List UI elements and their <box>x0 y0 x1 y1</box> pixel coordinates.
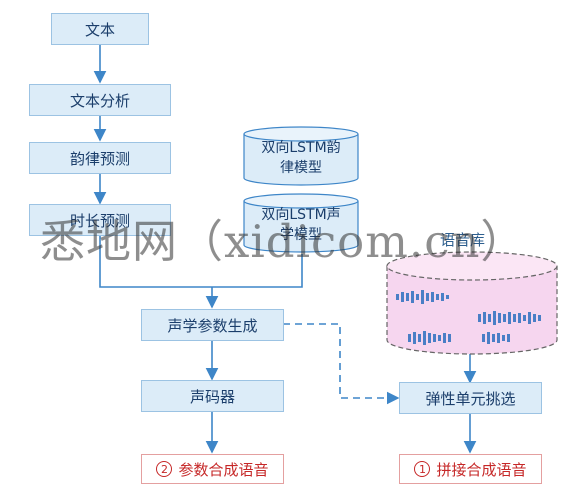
merge-left <box>99 236 212 288</box>
speech-database-shape <box>386 251 558 355</box>
dashed-acoustic-to-select <box>283 323 400 405</box>
node-vocoder: 声码器 <box>141 380 284 412</box>
output-parametric-label: 参数合成语音 <box>178 460 269 479</box>
number-two-icon: 2 <box>156 461 173 477</box>
acoustic-model-label: 双向LSTM声学模型 <box>261 207 341 243</box>
waveform-icon <box>396 290 541 345</box>
node-acoustic-param-gen: 声学参数生成 <box>141 309 284 341</box>
number-one-icon: 1 <box>414 461 431 477</box>
watermark-text: 悉地网（xidicom.cn） <box>40 215 527 268</box>
node-acoustic-param-gen-label: 声学参数生成 <box>167 316 258 335</box>
node-elastic-unit-select: 弹性单元挑选 <box>399 382 542 414</box>
node-duration-prediction-label: 时长预测 <box>69 211 130 230</box>
output-concatenative-speech: 1 拼接合成语音 <box>399 454 542 484</box>
speech-database-cylinder <box>386 250 558 356</box>
node-text-analysis-label: 文本分析 <box>69 91 130 110</box>
output-parametric-speech: 2 参数合成语音 <box>141 454 284 484</box>
node-text-label: 文本 <box>84 20 115 39</box>
node-duration-prediction: 时长预测 <box>29 204 171 236</box>
node-prosody-prediction-label: 韵律预测 <box>69 149 130 168</box>
node-text-analysis: 文本分析 <box>29 84 171 116</box>
prosody-model-label: 双向LSTM韵律模型 <box>261 140 341 176</box>
node-text: 文本 <box>51 13 149 45</box>
merge-right <box>212 254 303 288</box>
database-title: 语音库 <box>440 231 486 249</box>
node-elastic-unit-select-label: 弹性单元挑选 <box>425 389 516 408</box>
prosody-model-cylinder: 双向LSTM韵律模型 <box>243 126 359 186</box>
node-prosody-prediction: 韵律预测 <box>29 142 171 174</box>
node-vocoder-label: 声码器 <box>189 387 235 406</box>
output-concatenative-label: 拼接合成语音 <box>436 460 527 479</box>
prosody-model-shape <box>243 126 359 186</box>
acoustic-model-shape <box>243 193 359 253</box>
acoustic-model-cylinder: 双向LSTM声学模型 <box>243 193 359 253</box>
